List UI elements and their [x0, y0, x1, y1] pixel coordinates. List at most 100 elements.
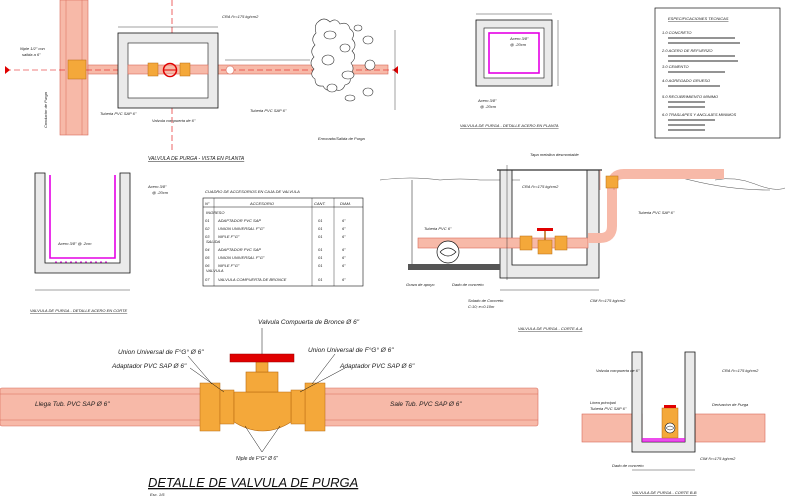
- svg-text:01: 01: [318, 263, 322, 268]
- svg-text:01: 01: [318, 247, 322, 252]
- section-b-label-pipe: Linea principal: [590, 400, 616, 405]
- rebar-plan: Acero 3/8" @ .20cm Acero 3/8" @ .20cm VA…: [460, 13, 559, 128]
- svg-text:6": 6": [342, 218, 346, 223]
- rebar-plan-caption: VALVULA DE PURGA - DETALLE ACERO EN PLAN…: [460, 123, 559, 128]
- svg-text:06: 06: [205, 263, 210, 268]
- table-row: 06 NIPLE F°G° 01 6": [205, 263, 346, 268]
- section-a-label-gravel: Grava de apoyo: [406, 282, 435, 287]
- svg-text:02: 02: [205, 226, 210, 231]
- specs-item-3: 3.0 CEMENTO: [662, 64, 689, 69]
- stone-outlet: [310, 18, 376, 102]
- section-a-label-cimiento2: C:10; e=0.10m: [468, 304, 495, 309]
- svg-text:04: 04: [205, 247, 210, 252]
- specs-title: ESPECIFICACIONES TECNICAS: [668, 16, 729, 21]
- section-b-label-valve: Valvula compuerta de 6": [596, 368, 640, 373]
- detail-label-union-r: Union Universal de F°G° Ø 6": [308, 346, 394, 354]
- plan-label-niple: Niple 1/2" con: [20, 46, 46, 51]
- rebar-section: Acero 3/8" @ .20cm Acero 3/8" @ .2cm VAL…: [30, 172, 169, 313]
- horizontal-pipe: [87, 64, 389, 75]
- svg-text:07: 07: [205, 277, 210, 282]
- svg-text:NIPLE F°G°: NIPLE F°G°: [218, 263, 240, 268]
- detail-label-union-l: Union Universal de F°G° Ø 6": [118, 348, 204, 356]
- section-a-label-pipe-in: Tuberia PVC 6": [424, 226, 452, 231]
- table-row: 02 UNION UNIVERSAL F°G° 01 6": [205, 226, 346, 231]
- table-title: CUADRO DE ACCESORIOS EN CAJA DE VALVULA: [205, 189, 300, 194]
- plan-view: Niple 1/2" con salida a 6" Conductor de …: [5, 0, 398, 162]
- table-h-cant: CANT.: [314, 201, 326, 206]
- table-h-n: N°: [205, 201, 210, 206]
- detail-label-in: Llega Tub. PVC SAP Ø 6": [35, 401, 110, 408]
- table-h-acc: ACCESORIO: [249, 201, 274, 206]
- accessories-table: CUADRO DE ACCESORIOS EN CAJA DE VALVULA …: [202, 189, 364, 287]
- svg-text:6": 6": [342, 263, 346, 268]
- detail-label-valve: Valvula Compuerta de Bronce Ø 6": [258, 319, 360, 326]
- specs-item-1: 1.0 CONCRETO: [662, 30, 692, 35]
- table-row: 04 ADAPTADOR PVC SAP 01 6": [205, 247, 346, 252]
- section-a-caption: VALVULA DE PURGA - CORTE A-A: [518, 326, 583, 331]
- svg-text:03: 03: [205, 234, 210, 239]
- svg-text:01: 01: [318, 234, 322, 239]
- svg-text:UNION UNIVERSAL F°G°: UNION UNIVERSAL F°G°: [218, 255, 265, 260]
- section-b-caption: VALVULA DE PURGA - CORTE B-B: [632, 490, 697, 495]
- svg-text:01: 01: [318, 218, 322, 223]
- rebar-plan-label-a2: @ .20cm: [510, 42, 527, 47]
- detail-label-niple: Niple de F°G° Ø 6": [236, 456, 278, 462]
- valve-detail: Valvula Compuerta de Bronce Ø 6" Union U…: [0, 319, 539, 497]
- section-a: Tapa metalica desmontable CRA f'c=175 kg…: [379, 152, 786, 331]
- section-b-label-pipe2: Tuberia PVC SAP 6": [590, 406, 627, 411]
- svg-text:6": 6": [342, 277, 346, 282]
- specs-item-4: 4.0 AGREGADO GRUESO: [662, 78, 710, 83]
- specs-box: ESPECIFICACIONES TECNICAS 1.0 CONCRETO 2…: [654, 7, 781, 139]
- detail-label-adapt-r: Adaptador PVC SAP Ø 6": [339, 363, 415, 370]
- section-a-label-cim: CIM f'c=175 kg/cm2: [590, 298, 626, 303]
- svg-text:ADAPTADOR PVC SAP: ADAPTADOR PVC SAP: [217, 218, 261, 223]
- rebar-section-label-a2: @ .20cm: [152, 190, 169, 195]
- plan-label-pipe-right: Tuberia PVC SAP 6": [250, 108, 287, 113]
- section-b-label-box: CRA f'c=175 kg/cm2: [722, 368, 759, 373]
- detail-scale: Esc. 1/5: [150, 492, 165, 497]
- section-a-label-box: CRA f'c=175 kg/cm2: [522, 184, 559, 189]
- svg-text:6": 6": [342, 247, 346, 252]
- table-group-2: SALIDA: [206, 239, 221, 244]
- table-row: 03 NIPLE F°G° 01 6": [205, 234, 346, 239]
- rebar-section-caption: VALVULA DE PURGA - DETALLE ACERO EN CORT…: [30, 308, 128, 313]
- table-row: 05 UNION UNIVERSAL F°G° 01 6": [205, 255, 346, 260]
- table-group-1: INGRESO: [206, 210, 224, 215]
- plan-label-niple2: salida a 6": [22, 52, 41, 57]
- plan-label-pipe: Tuberia PVC SAP 6": [100, 111, 137, 116]
- plan-label-conductor: Conductor de Purga: [43, 91, 48, 128]
- svg-text:6": 6": [342, 255, 346, 260]
- detail-label-out: Sale Tub. PVC SAP Ø 6": [390, 401, 462, 408]
- svg-text:NIPLE F°G°: NIPLE F°G°: [218, 234, 240, 239]
- table-h-diam: DIAM.: [340, 201, 351, 206]
- section-a-label-lid: Tapa metalica desmontable: [530, 152, 580, 157]
- plan-label-box: CRA f'c=175 kg/cm2: [222, 14, 259, 19]
- specs-item-6: 6.0 TRASLAPES Y ANCLAJES MINIMOS: [662, 112, 737, 117]
- table-group-3: VALVULA: [206, 268, 224, 273]
- svg-text:01: 01: [205, 218, 209, 223]
- table-row: 01 ADAPTADOR PVC SAP 01 6": [205, 218, 346, 223]
- specs-item-2: 2.0 ACERO DE REFUERZO: [661, 48, 713, 53]
- plan-label-valve: Valvula compuerta de 6": [152, 118, 196, 123]
- section-b: Valvula compuerta de 6" Linea principal …: [581, 351, 766, 495]
- valve-handwheel: [229, 353, 295, 363]
- svg-text:VALVULA COMPUERTA DE BRONCE: VALVULA COMPUERTA DE BRONCE: [218, 277, 287, 282]
- detail-title: DETALLE DE VALVULA DE PURGA: [148, 475, 358, 490]
- rebar-plan-label-b: Acero 3/8": [477, 98, 497, 103]
- rebar-plan-label-b2: @ .20cm: [480, 104, 497, 109]
- svg-text:01: 01: [318, 226, 322, 231]
- specs-item-5: 5.0 RECUBRIMIENTO MINIMO: [662, 94, 718, 99]
- svg-text:6": 6": [342, 234, 346, 239]
- rebar-plan-label-a: Acero 3/8": [509, 36, 529, 41]
- svg-text:01: 01: [318, 277, 322, 282]
- svg-text:6": 6": [342, 226, 346, 231]
- section-b-label-cim: CIM f'c=175 kg/cm2: [700, 456, 736, 461]
- valve-handwheel-plan: [162, 62, 178, 78]
- detail-label-adapt-l: Adaptador PVC SAP Ø 6": [111, 363, 187, 370]
- plan-caption: VALVULA DE PURGA - VISTA EN PLANTA: [148, 156, 245, 162]
- section-a-label-support: Dado de concreto: [452, 282, 484, 287]
- svg-text:01: 01: [318, 255, 322, 260]
- svg-text:05: 05: [205, 255, 210, 260]
- svg-text:ADAPTADOR PVC SAP: ADAPTADOR PVC SAP: [217, 247, 261, 252]
